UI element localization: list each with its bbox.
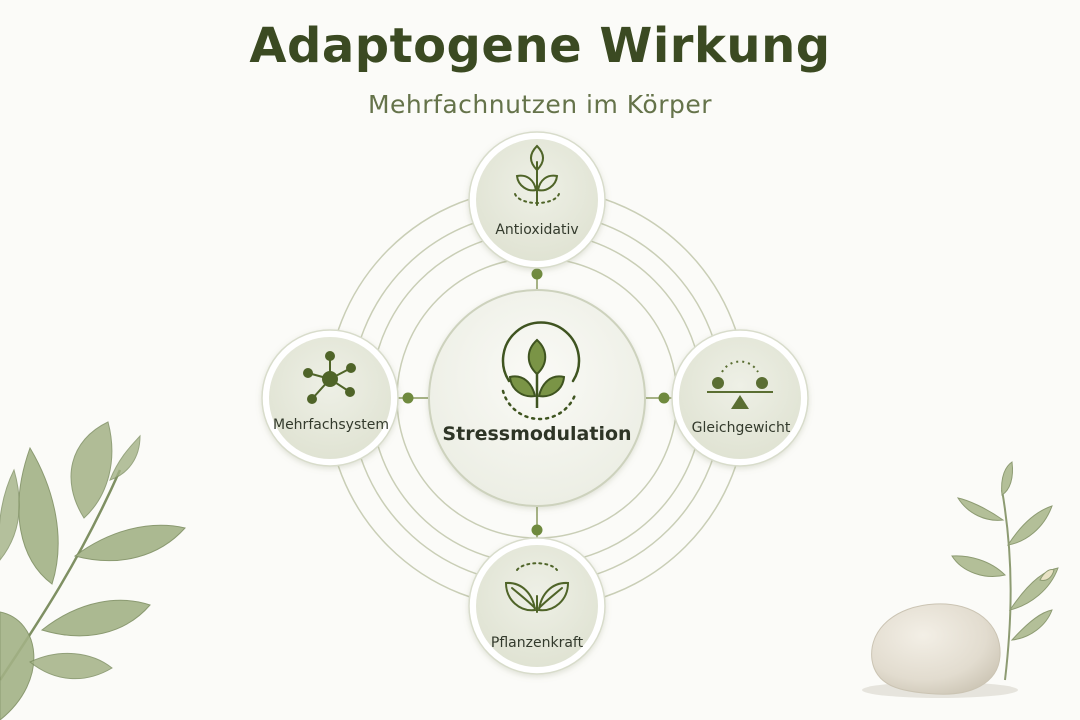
node-top-label: Antioxidativ [495,222,579,238]
leaf-pair-icon [504,562,570,613]
connector-bottom-dot [531,524,543,536]
sprout-circle-icon [501,321,581,421]
stone-decoration [862,603,1018,698]
node-left-label: Mehrfachsystem [272,417,390,433]
sprig-decoration [951,461,1059,681]
page-subtitle: Mehrfachnutzen im Körper [367,90,713,119]
connector-right-dot [658,392,670,404]
leaf-branch-decoration [0,421,186,720]
connector-left-dot [402,392,414,404]
network-icon [303,351,356,404]
balance-scale-icon [707,360,773,409]
node-left [261,329,399,467]
plant-sprout-icon [514,144,560,206]
connector-top-dot [531,268,543,280]
node-bottom-label: Pflanzenkraft [490,635,584,651]
center-label: Stressmodulation [442,423,632,445]
node-right-label: Gleichgewicht [691,420,791,436]
page-title: Adaptogene Wirkung [249,18,831,74]
